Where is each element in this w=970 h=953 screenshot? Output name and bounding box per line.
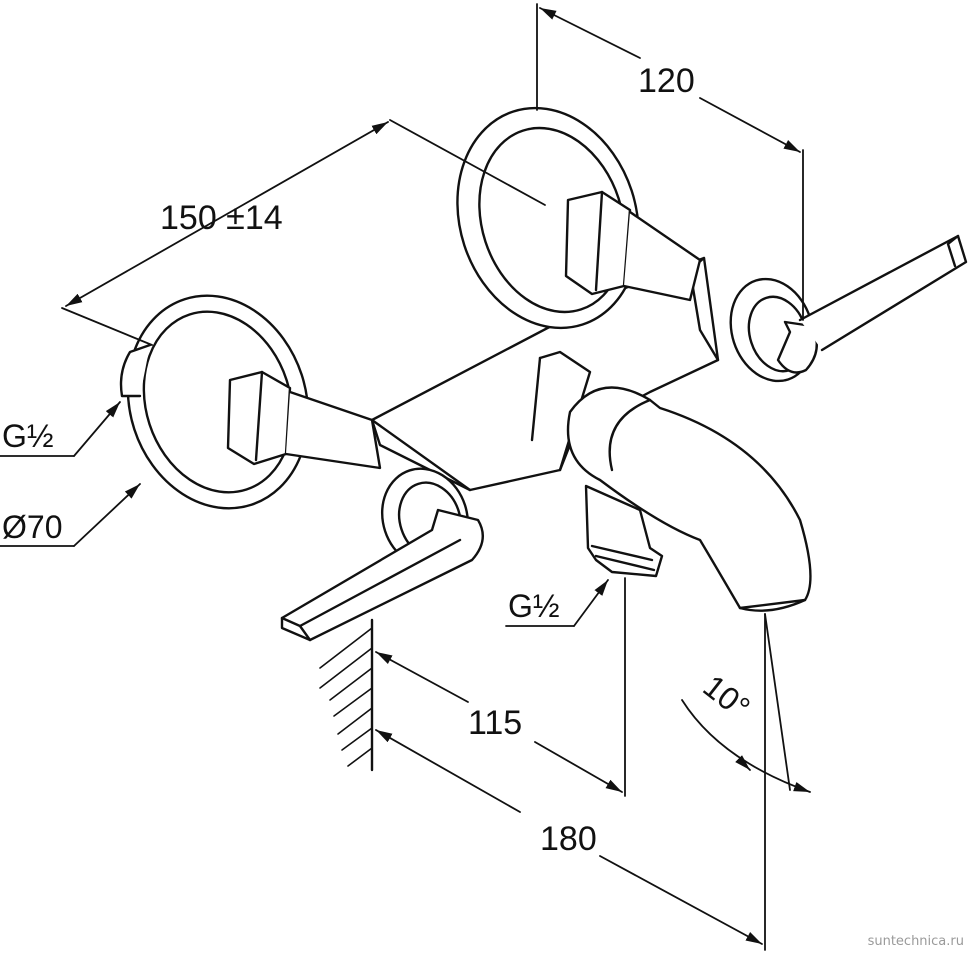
label-inlet-thread: G½ [2,418,54,454]
right-lever [729,234,968,383]
left-lever [280,467,484,642]
dim-center-distance: 150 ±14 [160,199,283,237]
dim-spout-projection: 115 [468,704,522,742]
wall-hatching [319,618,374,772]
dim-spout-angle: 10° [697,668,757,726]
dim-overall-projection: 180 [540,820,597,858]
dimension-lines [0,3,811,951]
right-flange [456,106,702,330]
watermark: suntechnica.ru [867,934,964,949]
label-flange-diameter: Ø70 [2,509,62,545]
spout [566,386,812,612]
dim-depth-right: 120 [638,62,695,100]
label-outlet-thread: G½ [508,588,560,624]
left-flange [119,294,382,510]
